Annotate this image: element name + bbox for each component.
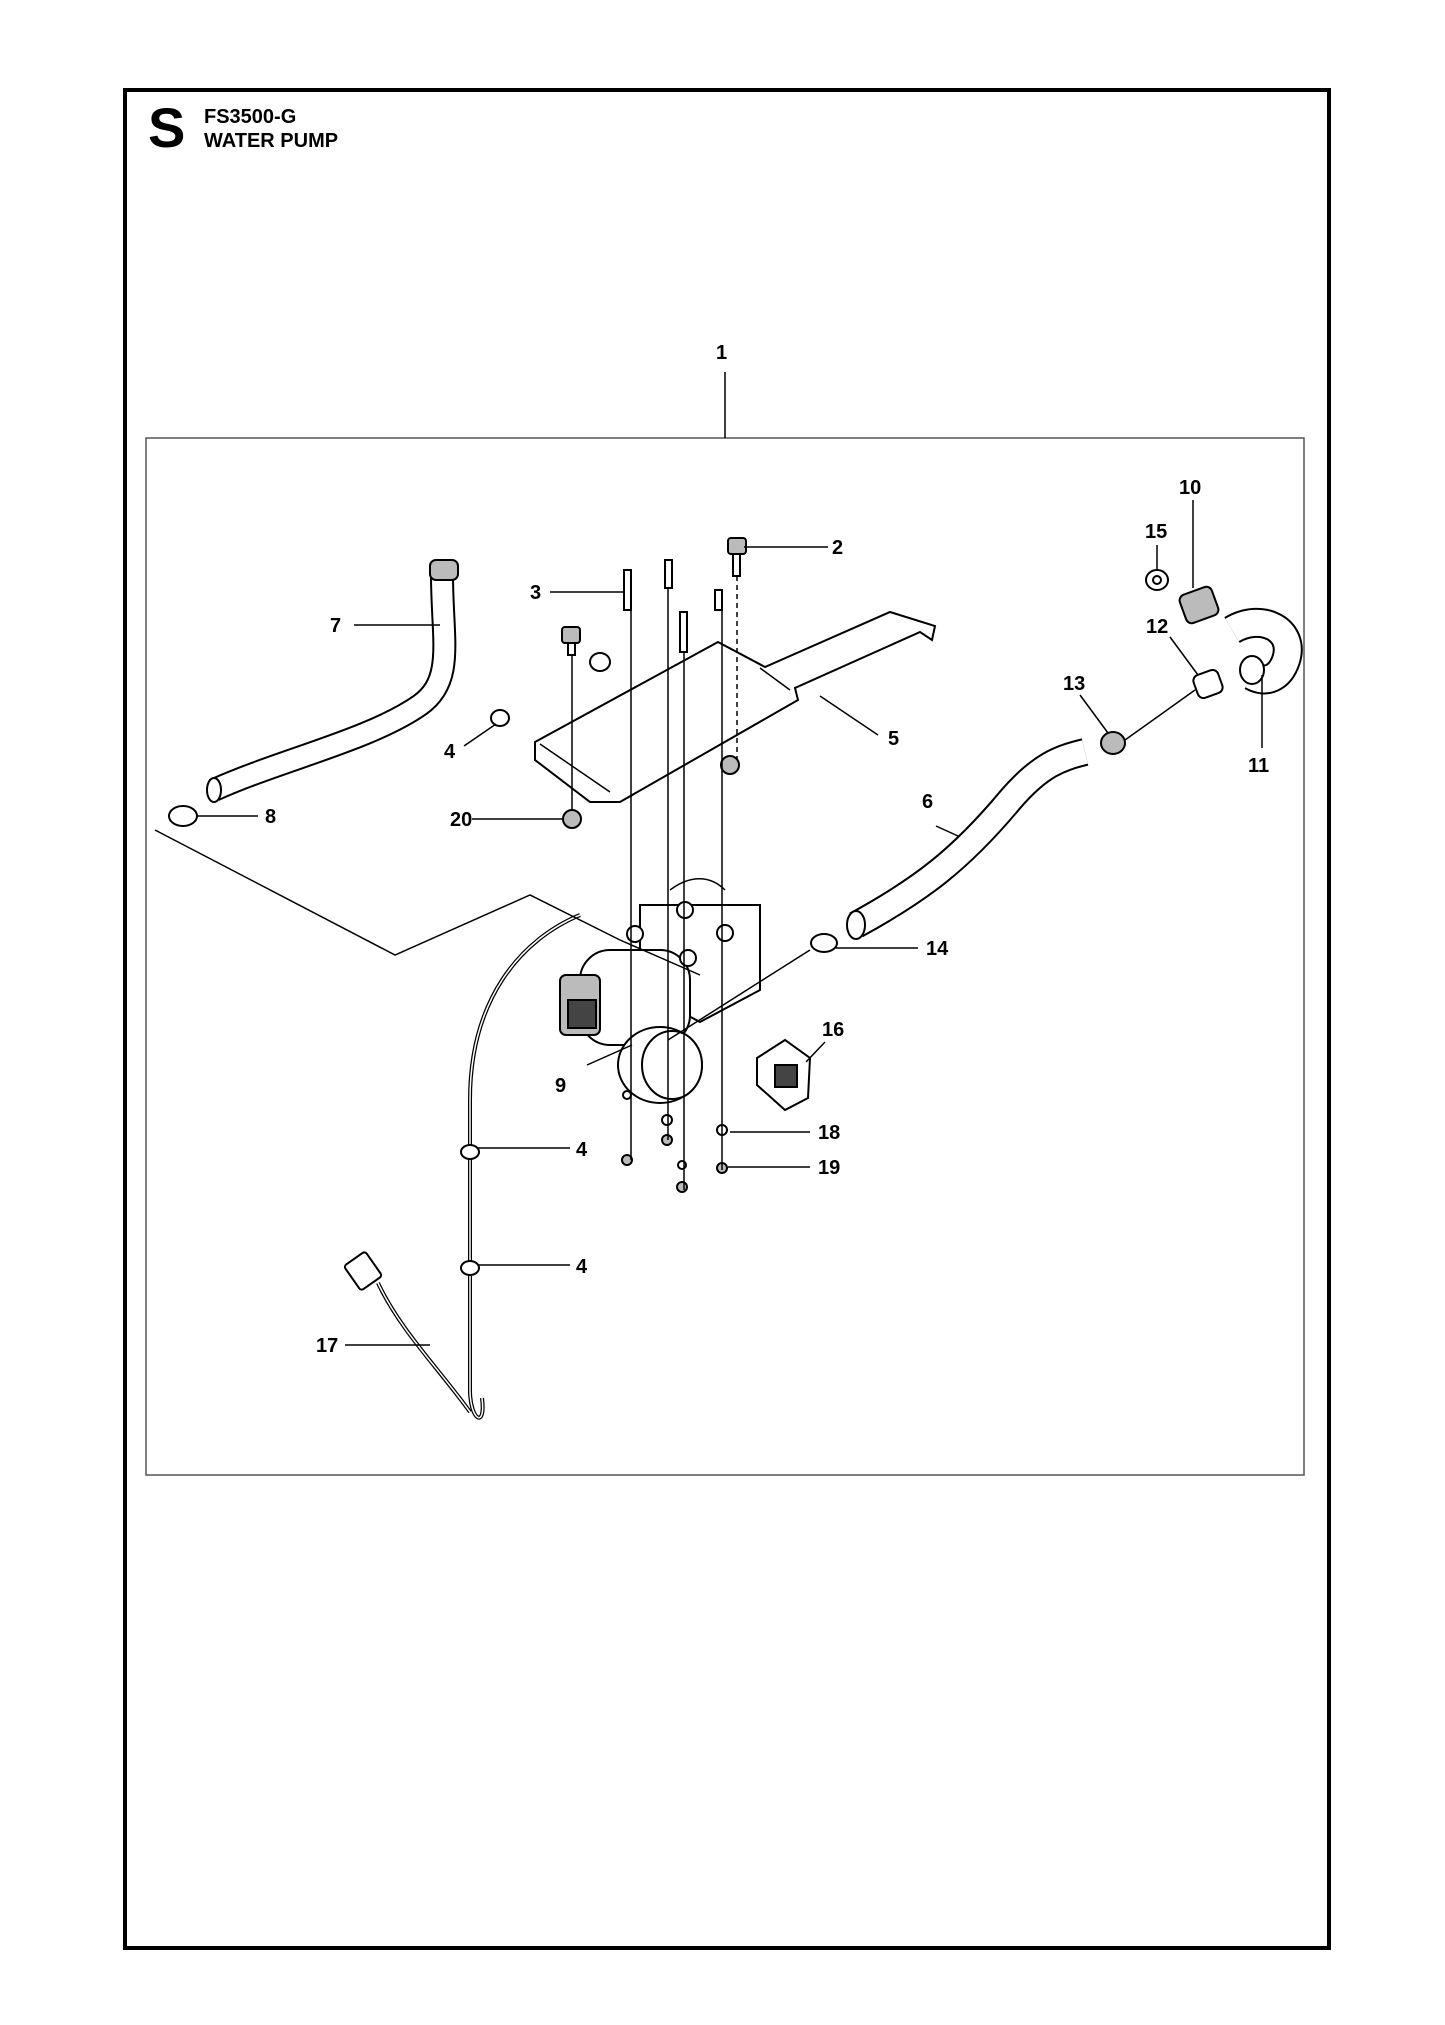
callout-14: 14 — [926, 938, 949, 960]
bushing — [1192, 668, 1224, 700]
cable-clip — [589, 652, 611, 672]
callout-20: 20 — [450, 809, 472, 831]
leader-lines — [196, 500, 1263, 1346]
mounting-bracket — [534, 610, 937, 803]
callout-1: 1 — [716, 342, 727, 364]
callout-3: 3 — [530, 582, 541, 604]
connector — [343, 1251, 383, 1291]
bolts — [561, 537, 747, 656]
callout-2: 2 — [832, 537, 843, 559]
adapter-fitting — [1100, 731, 1126, 755]
callout-6: 6 — [922, 791, 933, 813]
callout-8: 8 — [265, 806, 276, 828]
callout-12: 12 — [1146, 616, 1168, 638]
callout-16: 16 — [822, 1019, 844, 1041]
callout-11: 11 — [1248, 755, 1269, 777]
diagram-title: WATER PUMP — [204, 130, 339, 152]
model-number: FS3500-G — [204, 106, 297, 128]
switch — [756, 1038, 812, 1112]
callout-18: 18 — [818, 1122, 840, 1144]
cable-clip — [490, 709, 510, 727]
suction-hose — [206, 559, 459, 803]
elbow-fitting — [1224, 607, 1303, 695]
section-letter: S — [148, 96, 186, 159]
hose-clamp — [168, 805, 198, 827]
cable-clip — [460, 1260, 480, 1276]
callout-labels: 1 2 3 4 4 4 5 6 7 8 9 10 11 12 13 14 15 … — [265, 342, 1269, 1357]
callout-7: 7 — [330, 615, 341, 637]
hose-clamp — [810, 933, 838, 953]
water-pump-motor — [559, 878, 761, 1104]
callout-4: 4 — [444, 741, 456, 763]
page-frame — [123, 88, 1331, 1950]
pressure-hose — [846, 738, 1089, 940]
callout-17: 17 — [316, 1335, 338, 1357]
callout-10: 10 — [1179, 477, 1201, 499]
callout-9: 9 — [555, 1075, 566, 1097]
cable-clip — [460, 1144, 480, 1160]
callout-5: 5 — [888, 728, 899, 750]
callout-13: 13 — [1063, 673, 1085, 695]
assembly-lines — [154, 576, 1196, 1190]
callout-15: 15 — [1145, 521, 1167, 543]
callout-4: 4 — [576, 1256, 588, 1278]
nut-fitting — [1178, 585, 1220, 625]
callout-19: 19 — [818, 1157, 840, 1179]
callout-4: 4 — [576, 1139, 588, 1161]
